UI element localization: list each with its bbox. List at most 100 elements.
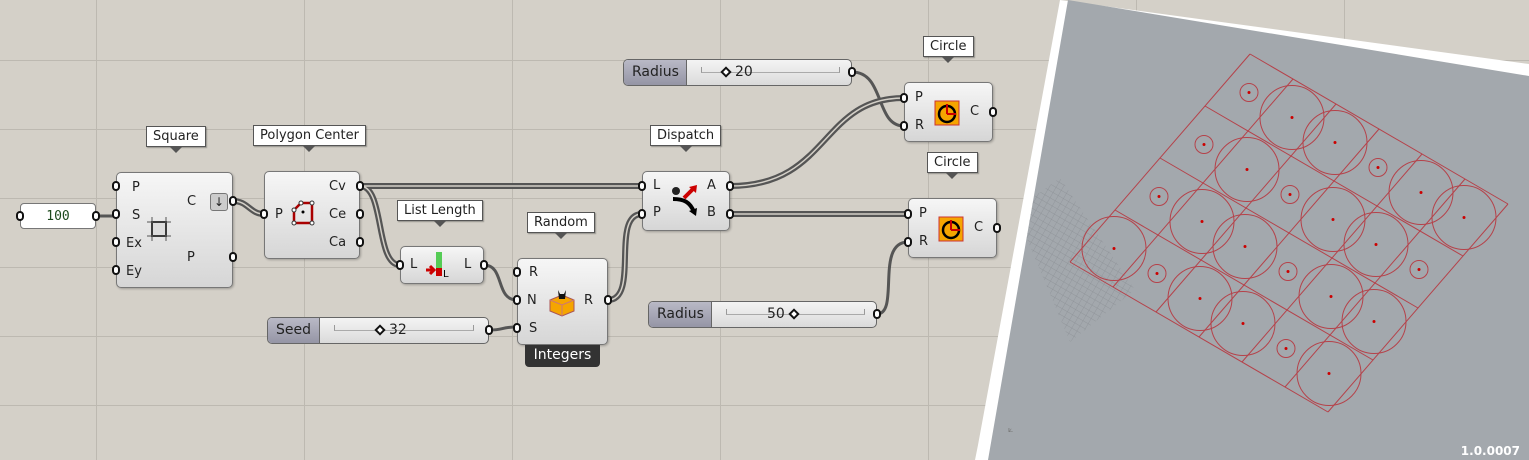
input-label: P [919,206,927,221]
polygon-center-p-port[interactable] [260,209,268,219]
center-point [1462,216,1466,219]
number-panel[interactable]: 100 [20,203,96,229]
list-length-component[interactable]: L L L [400,246,484,284]
circle-2-r-port[interactable] [904,237,912,247]
circle-1-component[interactable]: P R C [904,82,993,142]
center-point [1112,247,1116,250]
circle-icon [934,100,960,126]
panel-input-port[interactable] [16,211,24,221]
random-tooltip: Random [527,212,595,239]
radius-1-output-port[interactable] [848,67,856,77]
input-label: N [527,293,537,308]
slider-name: Seed [268,318,320,343]
circle-curve [1194,135,1214,154]
random-s-port[interactable] [513,323,521,333]
wire-listlength-random [483,263,518,302]
square-component[interactable]: P S Ex Ey C P ↓ [116,172,233,288]
seed-output-port[interactable] [485,325,493,335]
radius-slider-2[interactable]: Radius 50 [648,301,877,328]
circle-curve [1409,260,1429,279]
center-point [1243,245,1247,248]
center-point [1331,218,1335,221]
center-point [1290,116,1294,119]
circle-curve [1149,187,1169,206]
polygon-center-icon [291,200,315,226]
slider-track[interactable] [701,67,840,73]
center-point [1198,297,1202,300]
square-s-port[interactable] [112,209,120,219]
dispatch-b-port[interactable] [726,209,734,219]
panel-output-port[interactable] [92,211,100,221]
input-label: R [919,234,929,249]
center-point [1200,220,1204,223]
input-label: Ey [126,264,142,279]
radius-2-output-port[interactable] [873,309,881,319]
circle-curve [1239,83,1259,102]
circle-curve [1343,212,1409,277]
square-tooltip: Square [146,126,206,153]
input-label: Ex [126,236,142,251]
polygon-center-ce-port[interactable] [356,209,364,219]
circle-curve [1298,264,1364,329]
dispatch-icon [672,185,697,216]
grid-square-edge [1155,103,1337,313]
panel-value: 100 [46,209,70,224]
circle-1-p-port[interactable] [900,93,908,103]
construction-grid [1015,178,1135,342]
square-p-port[interactable] [112,181,120,191]
output-label: C [970,104,980,119]
circle-curve [1169,189,1235,254]
center-point [1419,191,1423,194]
wire-radius50-circle2 [876,240,909,316]
dispatch-a-port[interactable] [726,181,734,191]
circle-2-c-port[interactable] [993,223,1001,233]
square-ey-port[interactable] [112,265,120,275]
circle-curve [1280,185,1300,204]
output-label: P [187,250,195,265]
polygon-center-component[interactable]: P Cv Ce Ca [264,171,360,259]
square-c-port[interactable] [229,196,237,206]
circle-2-component[interactable]: P R C [908,198,997,258]
center-point [1376,166,1380,169]
list-length-l-out-port[interactable] [480,260,488,270]
random-integers-label: Integers [525,345,600,367]
circle-grid [1069,53,1509,413]
slider-track[interactable] [334,325,474,331]
random-dice-box-icon [549,290,575,317]
circle-2-p-port[interactable] [904,209,912,219]
output-label: A [707,178,716,193]
center-point [1329,295,1333,298]
dispatch-l-port[interactable] [638,181,646,191]
list-length-l-in-port[interactable] [396,260,404,270]
circle-1-r-port[interactable] [900,121,908,131]
dispatch-p-port[interactable] [638,209,646,219]
grid-square-edge [1241,153,1423,363]
center-point [1157,195,1161,198]
circle-curve [1212,214,1278,279]
center-point [1327,372,1331,375]
random-n-port[interactable] [513,295,521,305]
version-label: 1.0.0007 [1461,444,1520,458]
center-point [1374,243,1378,246]
input-label: L [653,178,661,193]
flatten-down-arrow-icon[interactable]: ↓ [210,193,228,211]
radius-slider-1[interactable]: Radius 20 [623,59,852,86]
slider-value: 50 [767,306,803,322]
random-component[interactable]: R N S R [517,258,608,345]
square-ex-port[interactable] [112,237,120,247]
random-r-out-port[interactable] [604,295,612,305]
grid-square-edge [1327,203,1509,413]
output-label: Ca [329,235,347,250]
random-r-port[interactable] [513,267,521,277]
seed-slider[interactable]: Seed 32 [267,317,489,344]
list-length-tooltip: List Length [397,200,483,227]
polygon-center-cv-port[interactable] [356,181,364,191]
input-label: L [410,257,418,272]
dispatch-component[interactable]: L P A B [642,171,730,231]
circle-curve [1302,110,1368,175]
circle-1-c-port[interactable] [989,107,997,117]
square-p-out-port[interactable] [229,252,237,262]
polygon-center-ca-port[interactable] [356,237,364,247]
slider-name: Radius [624,60,687,85]
